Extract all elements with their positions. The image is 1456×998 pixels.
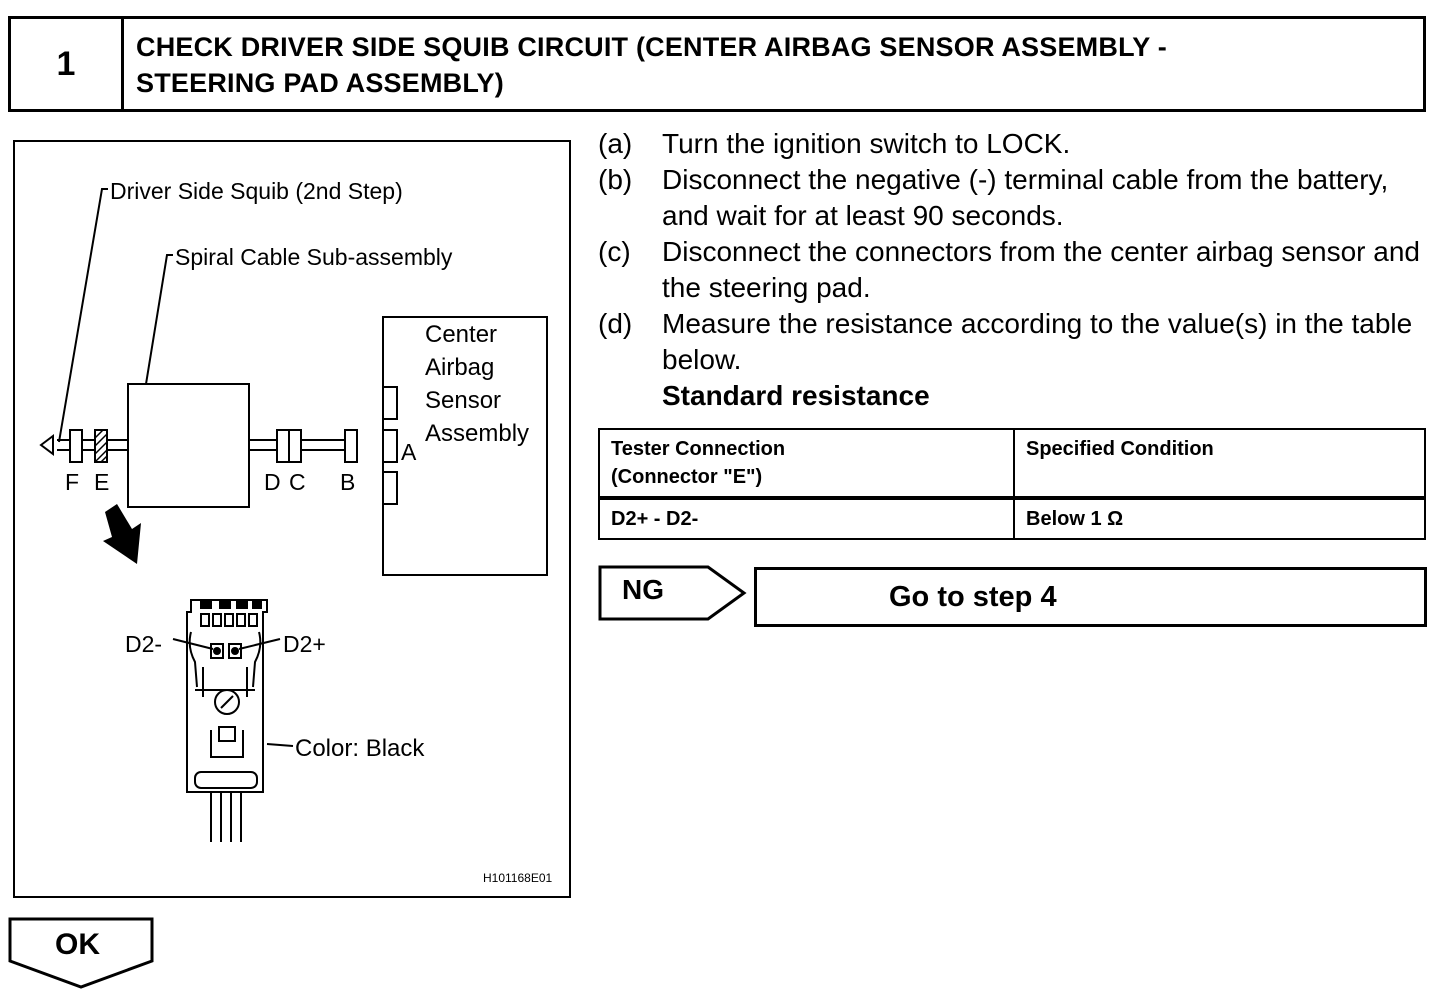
label-D: D: [264, 469, 281, 495]
color-leader: [266, 743, 294, 747]
sensor-connector-upper: [382, 386, 398, 420]
ok-label: OK: [55, 928, 100, 961]
lock-tab-icon: [210, 730, 244, 758]
ng-label: NG: [622, 574, 664, 605]
step-title-line1: CHECK DRIVER SIDE SQUIB CIRCUIT (CENTER …: [136, 32, 1167, 62]
specified-condition-cell: Below 1 Ω: [1013, 497, 1426, 540]
label-B: B: [340, 469, 355, 495]
step-d: (d) Measure the resistance according to …: [598, 306, 1438, 378]
connector-B: [344, 429, 358, 463]
label-C: C: [289, 469, 306, 495]
resistance-table: Tester Connection (Connector "E") Specif…: [598, 428, 1426, 540]
step-a-label: (a): [598, 128, 633, 159]
sensor-connector-A: [382, 429, 398, 463]
ng-arrow-icon: [598, 565, 747, 621]
step-d-label: (d): [598, 308, 633, 339]
d2-minus-leader: [172, 638, 214, 650]
tester-connection-header: Tester Connection (Connector "E"): [598, 428, 1015, 500]
go-to-step-box: Go to step 4: [754, 567, 1427, 627]
connector-C: [288, 429, 302, 463]
spiral-cable-box: [127, 383, 250, 508]
label-A: A: [401, 439, 417, 465]
label-F: F: [65, 469, 79, 495]
squib-label: Driver Side Squib (2nd Step): [110, 178, 403, 204]
figure-id: H101168E01: [483, 871, 552, 885]
specified-condition-header: Specified Condition: [1013, 428, 1426, 500]
pin-d2-minus-icon: [210, 643, 224, 659]
gauge-icon: [214, 689, 240, 715]
step-header: 1 CHECK DRIVER SIDE SQUIB CIRCUIT (CENTE…: [8, 16, 1426, 112]
step-b-label: (b): [598, 164, 633, 195]
step-c-text: Disconnect the connectors from the cente…: [662, 236, 1420, 303]
connector-E-closeup: [186, 599, 268, 842]
wiring-illustration: Driver Side Squib (2nd Step) Spiral Cabl…: [13, 140, 571, 898]
step-c: (c) Disconnect the connectors from the c…: [598, 234, 1438, 306]
squib-leader-line: [58, 188, 108, 443]
squib-terminal-icon: [39, 434, 54, 456]
tester-connection-header-line2: (Connector "E"): [611, 466, 763, 488]
step-title-line2: STEERING PAD ASSEMBLY): [136, 68, 504, 98]
standard-resistance-heading: Standard resistance: [662, 380, 930, 411]
go-to-step-text: Go to step 4: [889, 580, 1057, 613]
ok-arrow-icon: [8, 917, 154, 989]
color-label: Color: Black: [295, 735, 425, 762]
table-header-row: Tester Connection (Connector "E") Specif…: [598, 428, 1426, 500]
d2-plus-leader: [238, 638, 281, 650]
tester-connection-cell: D2+ - D2-: [598, 497, 1015, 540]
spiral-leader-line: [145, 254, 173, 385]
connector-D: [276, 429, 290, 463]
pin-d2-minus-label: D2-: [125, 631, 162, 657]
table-row: D2+ - D2- Below 1 Ω: [598, 497, 1426, 540]
sensor-label-line2: Airbag: [425, 354, 494, 381]
tester-connection-header-line1: Tester Connection: [611, 438, 786, 460]
airbag-sensor-box: [382, 316, 548, 576]
step-a-text: Turn the ignition switch to LOCK.: [662, 128, 1071, 159]
step-b: (b) Disconnect the negative (-) terminal…: [598, 162, 1438, 234]
spiral-label: Spiral Cable Sub-assembly: [175, 244, 453, 270]
connector-F: [69, 429, 83, 463]
step-c-label: (c): [598, 236, 631, 267]
step-a: (a) Turn the ignition switch to LOCK.: [598, 126, 1438, 162]
pin-d2-plus-label: D2+: [283, 631, 326, 657]
sensor-label-line4: Assembly: [425, 420, 529, 447]
step-title: CHECK DRIVER SIDE SQUIB CIRCUIT (CENTER …: [124, 19, 1423, 109]
sensor-connector-lower: [382, 471, 398, 505]
sensor-label-line1: Center: [425, 321, 497, 348]
sensor-label-line3: Sensor: [425, 387, 501, 414]
pointer-arrow-icon: [103, 504, 141, 564]
connector-E-hatch-icon: [94, 429, 108, 463]
step-b-text: Disconnect the negative (-) terminal cab…: [662, 164, 1389, 231]
step-d-text: Measure the resistance according to the …: [662, 308, 1413, 375]
procedure-steps: (a) Turn the ignition switch to LOCK. (b…: [598, 126, 1438, 414]
label-E: E: [94, 469, 109, 495]
pin-d2-plus-icon: [228, 643, 242, 659]
step-number: 1: [11, 19, 124, 109]
